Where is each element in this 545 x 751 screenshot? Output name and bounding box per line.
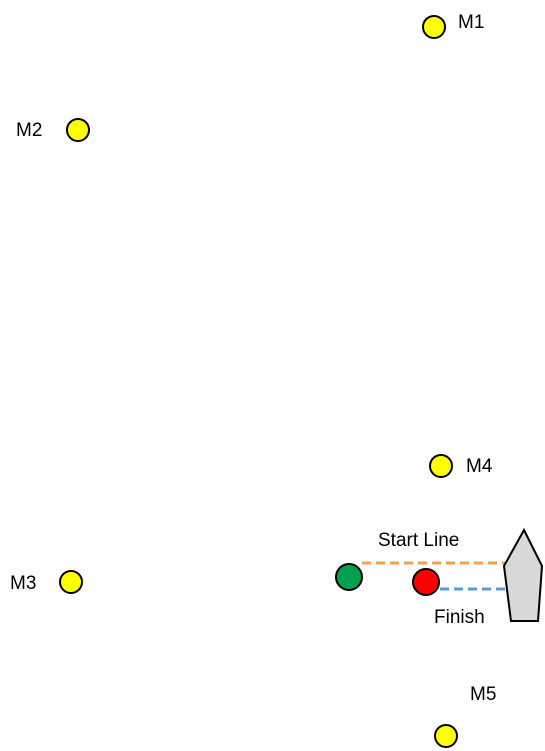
- mark-m2: [66, 118, 90, 142]
- mark-m5: [434, 724, 458, 748]
- mark-m2-label: M2: [16, 120, 42, 141]
- committee-boat: [502, 527, 544, 622]
- mark-m3-label: M3: [10, 573, 36, 594]
- finish-line-label: Finish: [434, 607, 485, 628]
- mark-m1-label: M1: [458, 12, 484, 33]
- finish-pin-buoy: [412, 568, 440, 596]
- mark-m1: [422, 15, 446, 39]
- mark-m5-label: M5: [470, 684, 496, 705]
- start-line-label: Start Line: [378, 530, 459, 551]
- mark-m3: [59, 570, 83, 594]
- mark-m4-label: M4: [466, 456, 493, 477]
- start-pin-buoy: [335, 563, 363, 591]
- mark-m4: [429, 454, 453, 478]
